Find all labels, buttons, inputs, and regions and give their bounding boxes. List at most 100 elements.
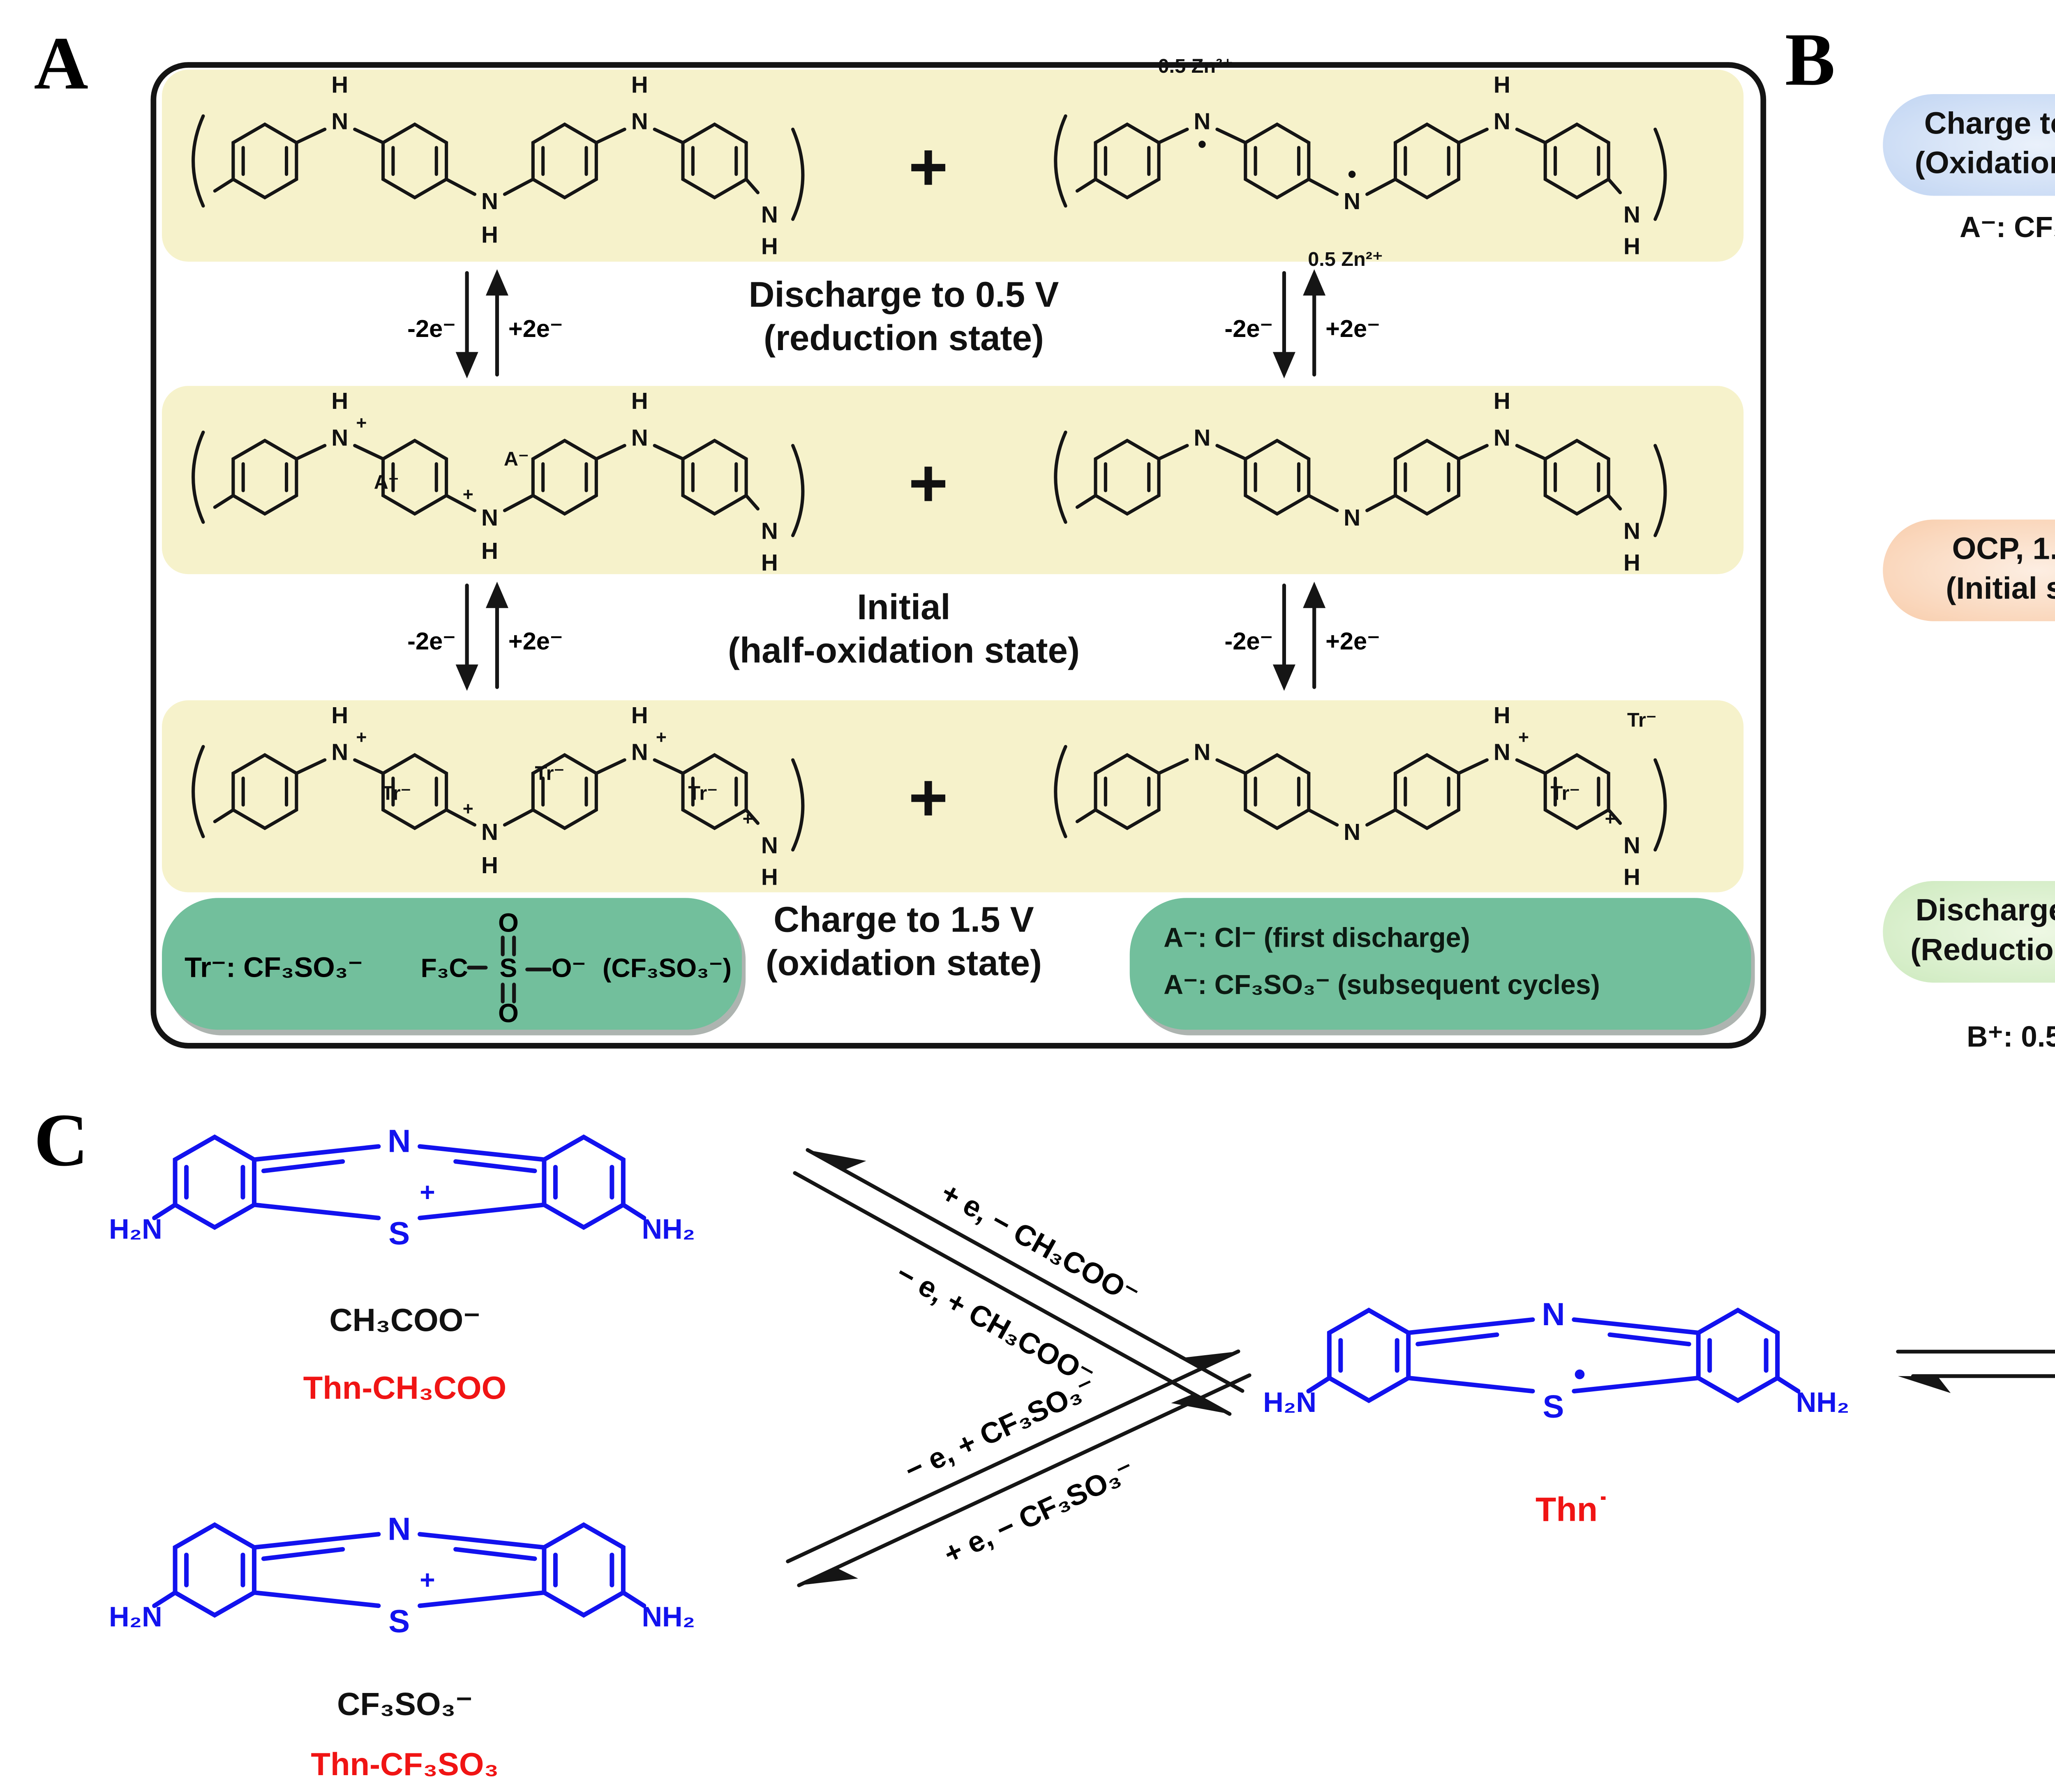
plus-2e-label: +2e⁻ — [1325, 627, 1380, 655]
svg-text:S: S — [1543, 1388, 1564, 1425]
svg-text:H: H — [1623, 234, 1640, 260]
svg-text:S: S — [388, 1215, 410, 1251]
svg-text:+: + — [1518, 727, 1529, 747]
svg-text:N: N — [481, 819, 498, 845]
svg-text:N: N — [388, 1123, 411, 1159]
anion-line2: A⁻: CF₃SO₃⁻ (subsequent cycles) — [1164, 971, 1600, 1002]
svg-text:N: N — [1344, 819, 1360, 845]
acetate-counter-label: CH₃COO⁻ — [329, 1303, 480, 1339]
pill-line2: (Reduction state) — [1910, 934, 2055, 968]
redox-arrows-right-1: -2e⁻ +2e⁻ — [1224, 265, 1380, 382]
svg-text:N: N — [631, 425, 648, 451]
svg-text:NH₂: NH₂ — [642, 1213, 695, 1245]
pill-discharge: Discharge to 0 V (Reduction state) — [1883, 881, 2055, 983]
plus-sign: + — [908, 444, 948, 521]
svg-text:A⁻: A⁻ — [374, 471, 399, 494]
thn-triflate-name: Thn-CF₃SO₃ — [311, 1747, 499, 1783]
anion-definition-box: A⁻: Cl⁻ (first discharge) A⁻: CF₃SO₃⁻ (s… — [1129, 898, 1751, 1030]
plus-sign: + — [908, 759, 948, 836]
svg-text:H: H — [1623, 864, 1640, 890]
minus-2e-label: -2e⁻ — [1224, 315, 1273, 342]
svg-text:N: N — [481, 189, 498, 214]
svg-text:H: H — [481, 222, 498, 248]
plus-2e-label: +2e⁻ — [1325, 315, 1380, 342]
svg-text:N: N — [761, 518, 778, 544]
redox-arrows-right-2: -2e⁻ +2e⁻ — [1224, 578, 1380, 694]
thn-acetate-name: Thn-CH₃COO — [303, 1370, 507, 1407]
svg-text:Tr⁻: Tr⁻ — [688, 782, 718, 805]
svg-text:N: N — [1542, 1296, 1565, 1332]
pill-ocp: OCP, 1.15 V (Initial state) — [1883, 519, 2055, 621]
svg-text:H: H — [331, 388, 348, 414]
svg-text:+: + — [356, 727, 367, 747]
svg-text:H: H — [761, 864, 778, 890]
svg-text:H: H — [1494, 703, 1510, 729]
svg-text:N: N — [1623, 833, 1640, 858]
svg-text:H: H — [1494, 72, 1510, 98]
svg-text:+: + — [463, 484, 473, 505]
pill-line2: (Initial state) — [1946, 572, 2055, 607]
svg-text:0.5 Zn²⁺: 0.5 Zn²⁺ — [1158, 55, 1233, 77]
svg-text:N: N — [1494, 739, 1510, 765]
band-initial — [162, 386, 1744, 574]
svg-text:N: N — [1344, 505, 1360, 531]
thionine-acetate-structure: N S + H₂N NH₂ — [109, 1123, 695, 1251]
state-label-reduced: Discharge to 0.5 V (reduction state) — [621, 275, 1186, 362]
panel-a-label: A — [34, 21, 88, 106]
svg-text:H: H — [481, 853, 498, 879]
plus-sign: + — [908, 128, 948, 205]
proton-equilibrium-arrows — [1896, 1349, 2055, 1393]
triflate-structure: Tr⁻: CF₃SO₃⁻ F₃C S O O O⁻ (CF₃SO₃⁻) — [185, 908, 732, 1028]
triflate-equilibrium-arrows: − e, + CF₃SO₃⁻ + e, − CF₃SO₃⁻ — [786, 1349, 1251, 1587]
svg-text:S: S — [388, 1603, 410, 1639]
minus-2e-label: -2e⁻ — [1224, 627, 1273, 655]
svg-text:H: H — [631, 388, 648, 414]
svg-text:N: N — [1494, 425, 1510, 451]
o-bottom-label: O — [498, 999, 519, 1028]
svg-text:H₂N: H₂N — [1263, 1386, 1316, 1418]
pill-charge: Charge to 1.6 V (Oxidation state) — [1883, 94, 2055, 196]
state-line2: (oxidation state) — [765, 945, 1042, 985]
pill-line1: Charge to 1.6 V — [1924, 107, 2055, 141]
minus-2e-label: -2e⁻ — [407, 627, 455, 655]
svg-text:NH₂: NH₂ — [642, 1601, 695, 1633]
svg-text:0.5 Zn²⁺: 0.5 Zn²⁺ — [1308, 248, 1383, 270]
svg-text:N: N — [331, 425, 348, 451]
state-line1: Discharge to 0.5 V — [748, 277, 1059, 316]
svg-text:Tr⁻: Tr⁻ — [535, 762, 565, 784]
triflate-definition-box: Tr⁻: CF₃SO₃⁻ F₃C S O O O⁻ (CF₃SO₃⁻) — [162, 898, 742, 1030]
state-line2: (reduction state) — [763, 320, 1044, 360]
svg-text:H₂N: H₂N — [109, 1213, 162, 1245]
minus-2e-label: -2e⁻ — [407, 315, 455, 342]
svg-text:NH₂: NH₂ — [1796, 1386, 1850, 1418]
band-oxidized — [162, 700, 1744, 893]
svg-text:N: N — [1623, 518, 1640, 544]
thn-radical-name: Thn˙ — [1535, 1491, 1609, 1529]
triflate-paren-label: (CF₃SO₃⁻) — [603, 953, 732, 983]
counter-cation-label: B⁺: 0.5 Zn²⁺ — [1967, 1022, 2055, 1054]
svg-text:H: H — [631, 703, 648, 729]
svg-text:N: N — [761, 202, 778, 228]
counter-anion-label: A⁻: CF₃SO₃⁻ — [1960, 212, 2055, 245]
svg-text:H: H — [1494, 388, 1510, 414]
svg-text:N: N — [761, 833, 778, 858]
svg-text:+: + — [420, 1177, 435, 1207]
svg-text:Tr⁻: Tr⁻ — [1551, 782, 1580, 805]
svg-text:+: + — [463, 799, 473, 819]
svg-text:N: N — [1623, 202, 1640, 228]
pill-line2: (Oxidation state) — [1914, 147, 2055, 181]
state-line1: Initial — [857, 589, 951, 629]
svg-text:N: N — [331, 739, 348, 765]
svg-text:H: H — [1623, 550, 1640, 576]
pill-line1: OCP, 1.15 V — [1952, 533, 2055, 567]
